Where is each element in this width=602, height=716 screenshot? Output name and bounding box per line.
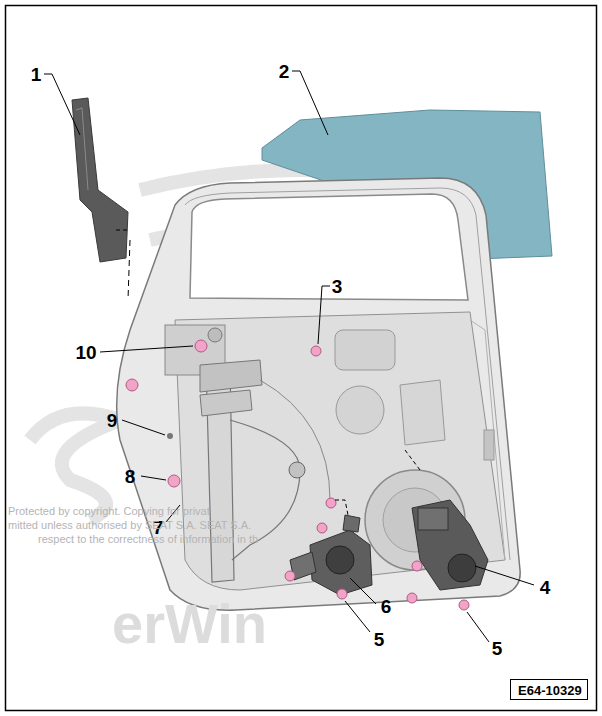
image-frame	[6, 6, 597, 711]
callout-number: 6	[381, 597, 392, 616]
watermark-text: respect to the correctness of informatio…	[38, 534, 258, 545]
watermark-text: erWin	[112, 596, 267, 652]
callout-number: 8	[125, 467, 136, 486]
window-opening	[190, 194, 468, 300]
lock-unit	[412, 500, 488, 590]
screws	[126, 340, 469, 610]
door-shell	[117, 178, 521, 610]
window-regulator-motor	[290, 515, 372, 595]
callout-number: 5	[374, 630, 385, 649]
callout-number: 3	[332, 277, 343, 296]
figure-number: E64-10329	[518, 684, 580, 697]
watermark-text: mitted unless authorised by SEAT S.A. SE…	[8, 520, 251, 531]
figure-number-box: E64-10329	[510, 679, 588, 700]
callout-number: 1	[31, 65, 42, 84]
leader-lines	[44, 71, 534, 642]
callout-number: 10	[75, 343, 96, 362]
guide-rail	[72, 98, 128, 262]
callout-number: 4	[540, 578, 551, 597]
callout-number: 5	[492, 639, 503, 658]
callout-number: 9	[107, 411, 118, 430]
callout-number: 2	[279, 62, 290, 81]
watermark-text: Protected by copyright. Copying for priv…	[8, 506, 210, 517]
